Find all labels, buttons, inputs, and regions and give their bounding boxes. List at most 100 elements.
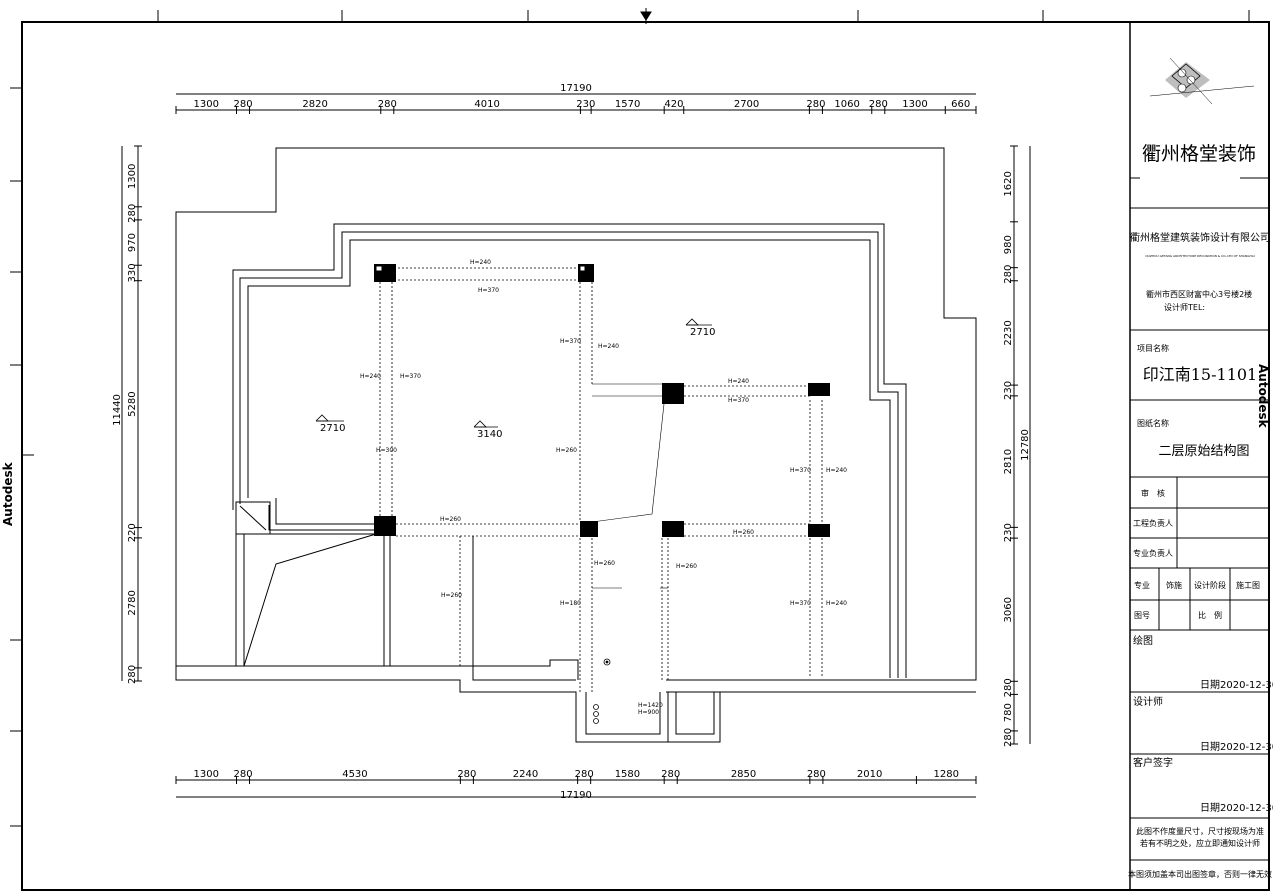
dimension-label: 660 [951,99,970,110]
beam-label: H=240 [728,378,749,385]
dimension-label: 280 [806,99,825,110]
dimension-label: 280 [233,99,252,110]
window-label: H=900 [638,709,659,716]
beam-label: H=260 [676,563,697,570]
drawing-name-label: 图纸名称 [1137,418,1169,428]
company-address: 衢州市西区财富中心3号楼2楼 [1146,289,1252,299]
beam-label: H=260 [733,529,754,536]
dimension-label: 230 [576,99,595,110]
dimension-label: 2240 [513,769,538,780]
beam-label: H=370 [400,373,421,380]
dimension-label: 280 [1003,728,1014,747]
beam-label: H=370 [790,467,811,474]
column-hollows [376,266,585,271]
bottom-dimension-lines [176,779,976,798]
top-total-dimension: 17190 [560,83,592,94]
dimension-label: 1620 [1003,171,1014,196]
client-sign-label: 客户签字 [1133,756,1173,769]
dimension-label: 1280 [933,769,958,780]
engineer-label: 工程负责人 [1133,518,1173,528]
beam-label: H=260 [440,516,461,523]
sheet-border [21,21,1270,891]
top-dimension-lines [176,93,976,111]
dimension-label: 280 [575,769,594,780]
dimension-label: 280 [378,99,397,110]
company-english-name: QUZHOU GETANG ARCHITECTURE DECORATION & … [1145,254,1254,258]
watermark-right: Autodesk [1256,364,1270,429]
designer-label: 设计师 [1133,695,1163,708]
project-name: 印江南15-1101 [1143,365,1258,384]
level-room-b: 3140 [477,429,502,440]
scale-label: 比 例 [1198,610,1222,620]
company-full-name: 衢州格堂建筑装饰设计有限公司 [1130,231,1270,244]
dimension-label: 2810 [1003,449,1014,474]
dimension-label: 280 [869,99,888,110]
dimension-label: 330 [127,263,138,282]
right-total-dimension: 12780 [1020,429,1031,461]
beam-label: H=180 [560,600,581,607]
outer-walls [175,147,977,743]
beam-label: H=260 [594,560,615,567]
dimension-label: 220 [127,523,138,542]
dimension-label: 1300 [194,769,219,780]
specialist-label: 专业负责人 [1133,548,1173,558]
beam-label: H=300 [376,447,397,454]
dimension-label: 280 [1003,678,1014,697]
dimension-label: 1060 [834,99,859,110]
beam-lines [379,267,823,692]
drawing-name: 二层原始结构图 [1158,444,1249,459]
bottom-total-dimension: 17190 [560,790,592,801]
level-room-c: 2710 [690,327,715,338]
partition-lines [591,383,668,589]
major-label: 专业 [1134,580,1150,590]
dimension-label: 280 [127,204,138,223]
dimension-label: 1570 [615,99,640,110]
level-symbols [315,318,712,428]
note-contact: 若有不明之处，应立即通知设计师 [1140,838,1260,848]
stage-label: 设计阶段 [1194,580,1226,590]
dimension-label: 3060 [1003,597,1014,622]
dimension-label: 230 [1003,381,1014,400]
dimension-label: 2780 [127,590,138,615]
company-short-name: 衢州格堂装饰 [1142,143,1256,165]
dimension-label: 980 [1003,235,1014,254]
title-block-grid [1130,177,1269,861]
dimension-label: 280 [457,769,476,780]
drawer-date: 日期2020-12-30 [1200,679,1273,691]
company-logo [1149,57,1255,105]
dimension-label: 970 [127,233,138,252]
beam-label: H=240 [826,600,847,607]
dimension-label: 2010 [857,769,882,780]
beam-label: H=240 [826,467,847,474]
drawer-label: 绘图 [1133,634,1153,647]
level-room-a: 2710 [320,423,345,434]
window-label: H=1420 [638,702,663,709]
review-label: 审 核 [1141,488,1165,498]
watermark-left: Autodesk [1,461,15,526]
beam-label: H=370 [560,338,581,345]
dimension-label: 280 [1003,265,1014,284]
beam-label: H=240 [470,259,491,266]
dimension-label: 2850 [731,769,756,780]
dimension-label: 1300 [194,99,219,110]
dimension-label: 230 [1003,523,1014,542]
drain-fixtures [593,658,611,724]
left-total-dimension: 11440 [112,394,123,426]
major-value: 饰施 [1166,580,1182,590]
beam-label: H=370 [478,287,499,294]
beam-label: H=370 [728,397,749,404]
dimension-label: 2700 [734,99,759,110]
beam-label: H=260 [556,447,577,454]
project-name-label: 项目名称 [1137,343,1169,353]
dimension-label: 5280 [127,391,138,416]
beam-label: H=240 [598,343,619,350]
dimension-label: 4530 [342,769,367,780]
dimension-label: 280 [233,769,252,780]
dimension-label: 420 [664,99,683,110]
stage-value: 施工图 [1236,580,1260,590]
designer-tel: 设计师TEL: [1164,302,1205,312]
drawing-no-label: 图号 [1134,611,1150,620]
dimension-label: 280 [661,769,680,780]
columns [374,264,830,537]
